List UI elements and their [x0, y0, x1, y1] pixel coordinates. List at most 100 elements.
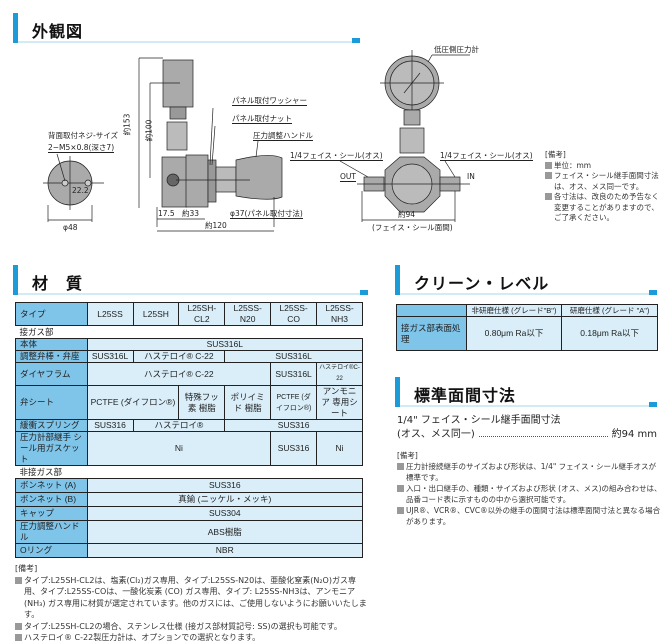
face-column: 1/4" フェイス・シール継手面間寸法 (オス、メス同一)約94 mm [備考]…	[397, 414, 662, 527]
table-cell: 緩衝スプリング	[15, 419, 88, 432]
bullet-icon	[545, 193, 552, 200]
table-cell: ボンネット (A)	[15, 478, 88, 493]
note-item: 入口・出口継手の、種類・サイズおよび形状 (オス、メス)の組み合わせは、品番コー…	[397, 483, 662, 505]
note-item: 圧力計接続継手のサイズおよび形状は、1/4" フェイス・シール継手オスが標準です…	[397, 461, 662, 483]
face-dimension-subtitle: (オス、メス同一)	[397, 429, 475, 440]
table-cell: 本体	[15, 338, 88, 351]
table-cell: SUS316L	[86, 350, 134, 363]
pitch-label: 22.2	[72, 186, 89, 195]
note-item: 単位：mm	[545, 161, 665, 172]
table-cell: ハステロイ®C-22	[316, 362, 363, 386]
notes-title: [備考]	[15, 564, 38, 573]
table-cell: ABS樹脂	[86, 520, 364, 544]
table-cell: 研磨仕様 (グレード "A")	[561, 304, 658, 317]
dim-120-label: 約120	[205, 221, 227, 230]
table-cell: PCTFE (ダイフロン®)	[270, 385, 318, 420]
table-cell: タイプ	[15, 302, 88, 326]
table-cell: L25SH-CL2	[178, 302, 226, 326]
table-row: ボンネット (B)真鍮 (ニッケル・メッキ)	[15, 492, 364, 507]
table-cell: SUS316	[270, 431, 318, 466]
back-screw-label: 背面取付ネジ-サイズ	[48, 131, 118, 140]
material-notes: [備考] タイプ:L25SH-CL2は、塩素(Cl₂)ガス専用、タイプ:L25S…	[15, 563, 371, 644]
table-cell: L25SS-N20	[224, 302, 272, 326]
table-cell: L25SH	[132, 302, 180, 326]
dim-94-note-label: (フェイス・シール面間)	[372, 223, 453, 232]
table-cell: Ni	[316, 431, 363, 466]
height-153-label: 約153	[122, 113, 132, 136]
note-text: 単位：mm	[554, 160, 592, 170]
appearance-heading: 外観図	[13, 13, 360, 43]
bullet-icon	[545, 172, 552, 179]
notes-title: [備考]	[397, 451, 418, 460]
heading-text: 外観図	[32, 22, 84, 41]
face-dimension-row: (オス、メス同一) 約94 mm	[397, 428, 657, 442]
table-cell: Ni	[86, 431, 272, 466]
in-label: IN	[467, 172, 475, 181]
note-text: 圧力計接続継手のサイズおよび形状は、1/4" フェイス・シール継手オスが標準です…	[406, 462, 656, 482]
dim-17-5-label: 17.5	[158, 209, 175, 218]
table-cell: Oリング	[15, 543, 88, 558]
note-item: 各寸法は、改良のため予告なく変更することがありますので、ご了承ください。	[545, 192, 665, 224]
gauge-label: 低圧側圧力計	[434, 45, 479, 54]
heading-text: 材 質	[32, 274, 84, 293]
table-cell: L25SS	[86, 302, 134, 326]
bullet-icon	[545, 161, 552, 169]
table-cell: L25SS-NH3	[316, 302, 363, 326]
table-cell: SUS316	[86, 419, 134, 432]
washer-label: パネル取付ワッシャー	[232, 96, 307, 106]
note-text: UJR®、VCR®、CVC®以外の継手の面間寸法は標準面間寸法と異なる場合があり…	[406, 506, 661, 526]
table-cell: ハステロイ®	[132, 419, 226, 432]
table-row: ボンネット (A)SUS316	[15, 478, 364, 493]
face-dimension: 1/4" フェイス・シール継手面間寸法 (オス、メス同一)約94 mm	[397, 414, 657, 442]
table-cell: ハステロイ® C-22	[132, 350, 226, 363]
table-cell: 圧力調整ハンドル	[15, 520, 88, 544]
table-row: 非研磨仕様 (グレード"B")研磨仕様 (グレード "A")	[396, 304, 658, 317]
material-heading: 材 質	[13, 265, 368, 295]
table-cell: 圧力計部継手 シール用ガスケット	[15, 431, 88, 466]
table-cell: SUS316	[86, 478, 364, 493]
drawing-notes: [備考] 単位：mm フェイス・シール継手面間寸法は、オス、メス同一です。 各寸…	[545, 150, 665, 224]
table-cell: アンモニア 専用シート	[316, 385, 363, 420]
table-cell: 非研磨仕様 (グレード"B")	[465, 304, 563, 317]
table-cell: NBR	[86, 543, 364, 558]
note-item: ハステロイ® C-22製圧力計は、オプションでの選択となります。	[15, 632, 371, 644]
table-cell: ボンネット (B)	[15, 492, 88, 507]
heading-text: クリーン・レベル	[414, 274, 550, 293]
table-cell: SUS316	[224, 419, 363, 432]
table-cell: 真鍮 (ニッケル・メッキ)	[86, 492, 364, 507]
leader-dots	[478, 436, 608, 437]
nut-label: パネル取付ナット	[232, 114, 292, 124]
table-cell: 0.18μm Ra以下	[561, 316, 658, 351]
bullet-icon	[397, 485, 404, 492]
out-label: OUT	[340, 172, 356, 182]
note-item: タイプ:L25SH-CL2は、塩素(Cl₂)ガス専用、タイプ:L25SS-N20…	[15, 575, 371, 621]
note-text: 入口・出口継手の、種類・サイズおよび形状 (オス、メス)の組み合わせは、品番コー…	[406, 484, 662, 504]
table-cell: 特殊フッ素 樹脂	[178, 385, 226, 420]
note-item: タイプ:L25SH-CL2の場合、ステンレス仕様 (接ガス部材質記号: SS)の…	[15, 621, 371, 633]
back-screw-size-label: 2−M5×0.8(深さ7)	[48, 143, 115, 153]
handle-label: 圧力調整ハンドル	[253, 131, 313, 141]
table-cell: ポリイミド 樹脂	[224, 385, 272, 420]
note-text: 各寸法は、改良のため予告なく変更することがありますので、ご了承ください。	[554, 192, 659, 222]
note-text: ハステロイ® C-22製圧力計は、オプションでの選択となります。	[24, 633, 261, 642]
dim-94-label: 約94	[398, 210, 416, 219]
table-cell: ダイヤフラム	[15, 362, 88, 386]
note-item: フェイス・シール継手面間寸法は、オス、メス同一です。	[545, 171, 665, 192]
table-cell: ハステロイ® C-22	[86, 362, 272, 386]
bullet-icon	[397, 463, 404, 470]
face-dimension-value: 約94 mm	[611, 429, 657, 440]
note-item: UJR®、VCR®、CVC®以外の継手の面間寸法は標準面間寸法と異なる場合があり…	[397, 505, 662, 527]
